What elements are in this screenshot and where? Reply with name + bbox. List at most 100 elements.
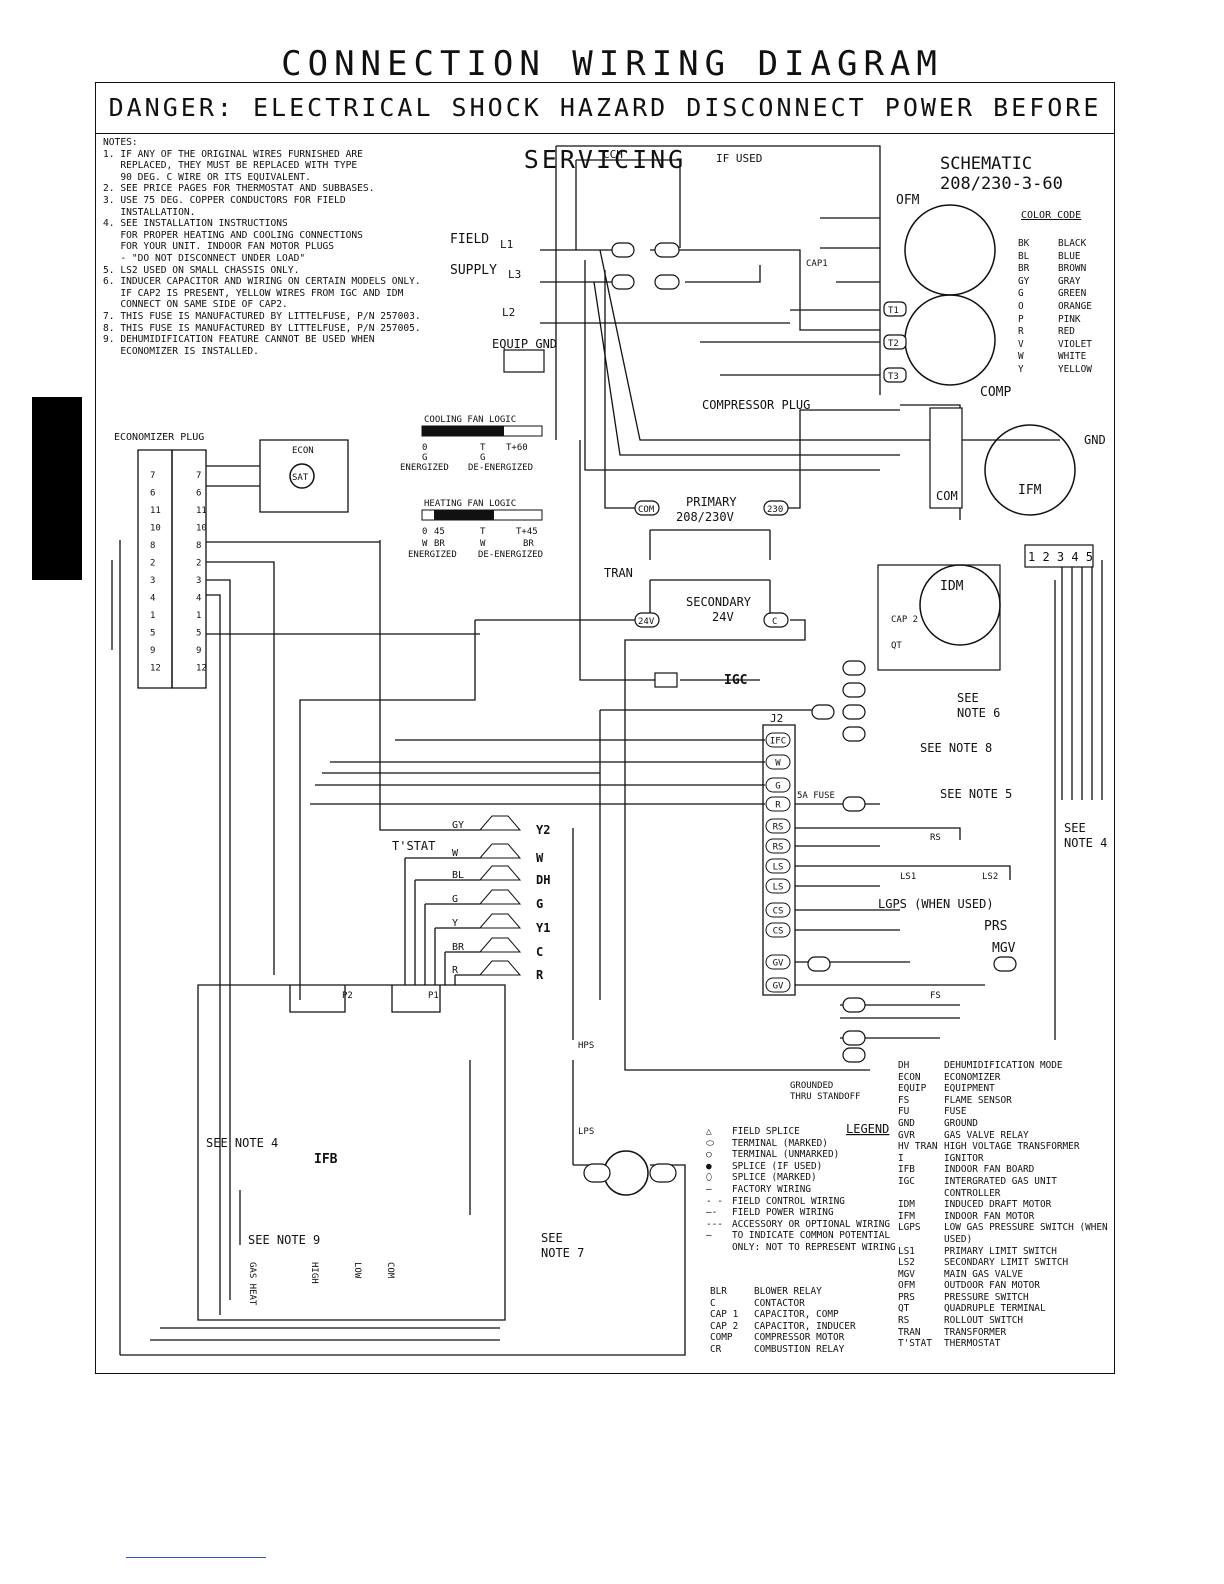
tstat-terminal-label: Y2 [536,823,550,837]
igc-terminal-shape [765,818,791,834]
legend-text: SPLICE (IF USED) [732,1160,823,1172]
cch-label: CCH [603,148,623,161]
cool-g1: G [422,453,427,463]
ifm-motor [984,424,1076,516]
note-line: REPLACED, THEY MUST BE REPLACED WITH TYP… [103,160,358,172]
ls2-label: LS2 [982,872,998,882]
legend-row: ● SPLICE (IF USED) [706,1161,906,1173]
fuse-5a-label: 5A FUSE [797,791,835,801]
cap2-label: CAP 2 [891,615,918,625]
econ-pin-label: 2 [150,559,155,569]
note-line: 2. SEE PRICE PAGES FOR THERMOSTAT AND SU… [103,183,375,195]
color-code-abbr: BR [1018,263,1030,275]
legend-key: IFM [898,1210,915,1222]
econ-pin-label: 11 [196,506,207,516]
ifm-pins-label: 1 2 3 4 5 [1028,550,1093,564]
legend-key: IDM [898,1199,915,1211]
legend-text: FIELD SPLICE [732,1126,800,1137]
mgv-label: MGV [992,941,1016,956]
note-line: ECONOMIZER IS INSTALLED. [103,345,259,357]
legend-text: OUTDOOR FAN MOTOR [944,1280,1040,1292]
econ-pin-label: 8 [196,541,201,551]
note-line: IF CAP2 IS PRESENT, YELLOW WIRES FROM IG… [103,287,404,299]
ofm-motor [904,204,996,296]
legend-text: INDOOR FAN BOARD [944,1164,1035,1176]
legend-key: ECON [898,1071,921,1083]
grounded-label-1: GROUNDED [790,1081,833,1091]
igc-terminal-shape [765,977,791,993]
color-code-abbr: BL [1018,250,1030,262]
gnd-label: GND [1084,433,1106,447]
color-code-name: GRAY [1058,275,1081,287]
igc-terminal-shape [765,858,791,874]
note-line: NOTES: [103,137,138,148]
tstat-terminal-label: G [536,897,543,911]
ifb-board [197,984,506,1321]
note-line: CONNECT ON SAME SIDE OF CAP2. [103,299,288,311]
econ-pin-label: 4 [196,594,201,604]
igc-terminal-shape [765,732,791,748]
legend-text: TERMINAL (UNMARKED) [732,1149,840,1161]
t2-label: T2 [888,339,899,349]
prs-label: PRS [984,919,1007,934]
terminals [503,242,1094,1183]
legend-key: TRAN [898,1326,921,1338]
heat-t45: T+45 [516,527,538,537]
low-label: LOW [352,1262,362,1279]
econ-pin-label: 1 [196,611,201,621]
legend-text: FIELD CONTROL WIRING [732,1195,845,1207]
legend-text: IGNITOR [944,1152,984,1164]
tstat-wire-color: W [452,848,459,859]
econ-pin-label: 1 [150,611,155,621]
legend-key: GVR [898,1129,915,1141]
tstat-terminal-label: C [536,945,543,959]
color-code-abbr: W [1018,351,1024,363]
legend-text: ACCESSORY OR OPTIONAL WIRING [732,1218,891,1230]
econ-pin-label: 3 [150,576,155,586]
legend-key: ● [706,1160,712,1172]
cool-t60: T+60 [506,443,528,453]
legend-key: — [706,1230,712,1242]
t1-label: T1 [888,306,899,316]
legend-key: IGC [898,1175,915,1187]
igc-terminal-label: RS [773,823,784,833]
tstat-splice [478,937,522,953]
tstat-splice [478,865,522,881]
tstat-splice [478,815,522,831]
legend-text: LOW GAS PRESSURE SWITCH (WHEN USED) [944,1222,1108,1245]
com-terminal: COM [638,505,655,515]
color-code-name: RED [1058,326,1075,338]
legend-key: IFB [898,1164,915,1176]
color-code-name: YELLOW [1058,363,1092,375]
schematic-top-border [556,145,881,395]
secondary-voltage-label: 24V [712,610,734,624]
legend-row: ○TERMINAL (UNMARKED) [706,1149,906,1161]
igc-terminal-shape [765,922,791,938]
note-line: INSTALLATION. [103,206,196,218]
gas-heat-label: GAS HEAT [247,1262,257,1306]
cap1-label: CAP1 [806,259,828,269]
legend-text: TERMINAL (MARKED) [732,1137,828,1149]
tstat-splice [478,913,522,929]
tstat-wire-color: Y [452,918,458,929]
cool-energized: ENERGIZED [400,463,449,473]
note-line: 3. USE 75 DEG. COPPER CONDUCTORS FOR FIE… [103,194,346,206]
wires [111,145,1103,1356]
see-note-4b: SEE NOTE 4 [206,1136,278,1150]
notes-block: NOTES:1. IF ANY OF THE ORIGINAL WIRES FU… [103,137,463,357]
heat-br2: BR [523,539,534,549]
legend-text: COMBUSTION RELAY [754,1343,845,1355]
legend-text: COMPRESSOR MOTOR [754,1332,845,1344]
lps-label: LPS [578,1127,594,1137]
ifb-com-label: COM [385,1262,395,1279]
